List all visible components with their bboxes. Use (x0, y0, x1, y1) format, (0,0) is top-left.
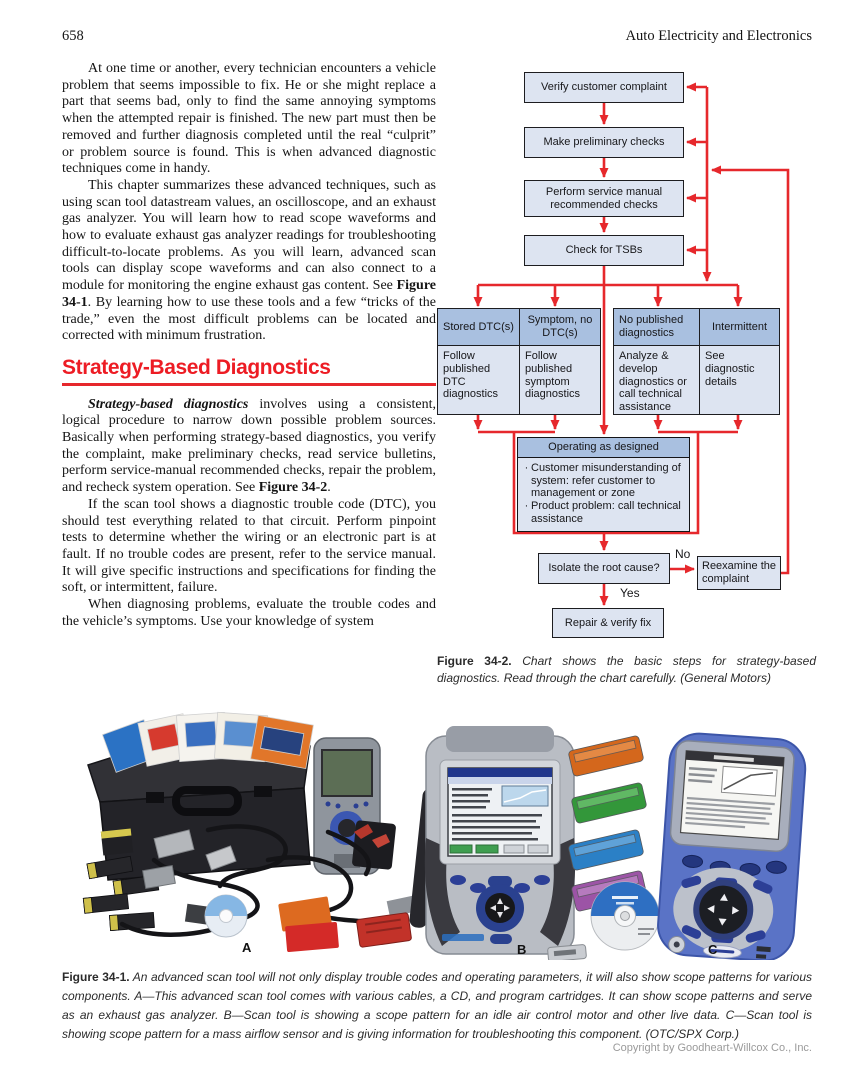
photo-label-c: C (708, 942, 718, 957)
flow-label-yes: Yes (619, 586, 641, 600)
flow-cell-intermittent: Intermittent (699, 309, 779, 346)
flow-table-no-published: No published diagnostics Intermittent An… (613, 308, 780, 415)
key-term: Strategy-based diagnostics (88, 396, 249, 412)
paragraph-3: Strategy-based diagnostics involves usin… (62, 396, 436, 496)
flow-step-reexamine-complaint: Reexamine the complaint (697, 556, 781, 590)
paragraph-4: If the scan tool shows a diagnostic trou… (62, 496, 436, 596)
paragraph-1: At one time or another, every technician… (62, 61, 436, 177)
flowchart-arrows (473, 82, 790, 606)
photo-label-a: A (242, 940, 252, 955)
photo-b-scan-tool (409, 726, 660, 962)
photo-c-scan-tool (657, 732, 807, 962)
figure-34-2-caption: Figure 34-2. Chart shows the basic steps… (437, 654, 817, 685)
flow-step-verify-complaint: Verify customer complaint (524, 72, 684, 103)
flow-cell-no-published: No published diagnostics (614, 309, 699, 346)
flow-cell-follow-dtc: Follow published DTC diagnostics (443, 350, 499, 401)
running-head: 658 Auto Electricity and Electronics (62, 28, 812, 45)
flow-cell-symptom-no-dtc: Symptom, no DTC(s) (519, 309, 600, 346)
body-text-column: At one time or another, every technician… (62, 61, 436, 631)
photo-a-scan-tool-kit (82, 711, 420, 953)
flow-cell-follow-symptom: Follow published symptom diagnostics (519, 346, 600, 414)
bullet-dot: · (524, 461, 529, 474)
flow-step-preliminary-checks: Make preliminary checks (524, 127, 684, 158)
paragraph-2: This chapter summarizes these advanced t… (62, 177, 436, 344)
operating-bullet-2: · Product problem: call technical assist… (522, 500, 685, 526)
operating-header: Operating as designed (518, 438, 689, 458)
scan-tool-photos (82, 711, 807, 962)
running-title: Auto Electricity and Electronics (625, 28, 812, 44)
operating-bullet-1: · Customer misunderstanding of system: r… (522, 462, 685, 500)
figure-34-2-flowchart: Verify customer complaint Make prelimina… (437, 68, 835, 648)
flow-step-repair-verify-fix: Repair & verify fix (552, 608, 664, 638)
page-number: 658 (62, 28, 84, 44)
flow-label-no: No (674, 547, 692, 561)
figure-34-1-reference: Figure 34-1 (62, 278, 436, 310)
flow-step-check-tsbs: Check for TSBs (524, 235, 684, 266)
figure-34-2-label: Figure 34-2. (437, 654, 512, 668)
copyright-line: Copyright by Goodheart-Willcox Co., Inc. (612, 1042, 812, 1054)
section-heading: Strategy-Based Diagnostics (62, 357, 436, 386)
flow-step-isolate-root-cause: Isolate the root cause? (538, 553, 670, 584)
photo-label-b: B (517, 942, 527, 957)
figure-34-1-photo: A B C (58, 710, 818, 962)
flow-cell-analyze: Analyze & develop diagnostics or call te… (619, 350, 687, 414)
flow-box-operating-as-designed: Operating as designed · Customer misunde… (517, 437, 690, 532)
bullet-dot: · (524, 500, 529, 513)
figure-34-1-label: Figure 34-1. (62, 970, 130, 984)
flow-cell-see-details: See diagnostic details (699, 346, 779, 414)
paragraph-5: When diagnosing problems, evaluate the t… (62, 597, 436, 629)
flow-table-dtc: Stored DTC(s) Symptom, no DTC(s) Follow … (437, 308, 601, 415)
flow-cell-stored-dtc: Stored DTC(s) (438, 309, 519, 346)
figure-34-2-reference: Figure 34-2 (258, 480, 328, 496)
figure-34-1-caption: Figure 34-1. An advanced scan tool will … (62, 970, 812, 1041)
flow-step-service-manual: Perform service manual recommended check… (524, 180, 684, 217)
